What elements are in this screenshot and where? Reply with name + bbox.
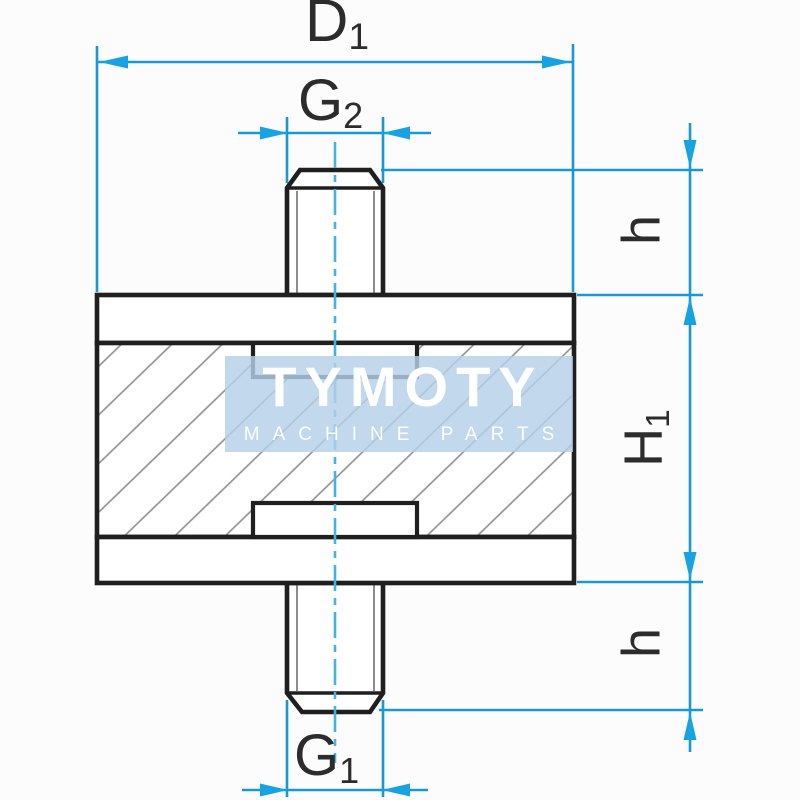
label-d1: D1	[305, 0, 370, 58]
dimension-d1	[95, 44, 575, 292]
dimension-g1	[242, 700, 428, 797]
watermark-subtitle-text: MACHINE PARTS	[243, 424, 568, 445]
top-threaded-stud	[284, 167, 386, 298]
watermark: TYMOTY MACHINE PARTS	[225, 356, 573, 452]
label-g2: G2	[298, 68, 364, 136]
label-h-top: h	[611, 214, 672, 246]
label-h1: H1	[613, 409, 677, 467]
dimension-g2	[238, 117, 431, 183]
label-g1: G1	[294, 723, 360, 791]
dimension-right-chain	[379, 123, 703, 752]
label-h-bottom: h	[611, 627, 672, 659]
watermark-brand-text: TYMOTY	[262, 355, 544, 418]
watermark-background	[225, 356, 573, 452]
